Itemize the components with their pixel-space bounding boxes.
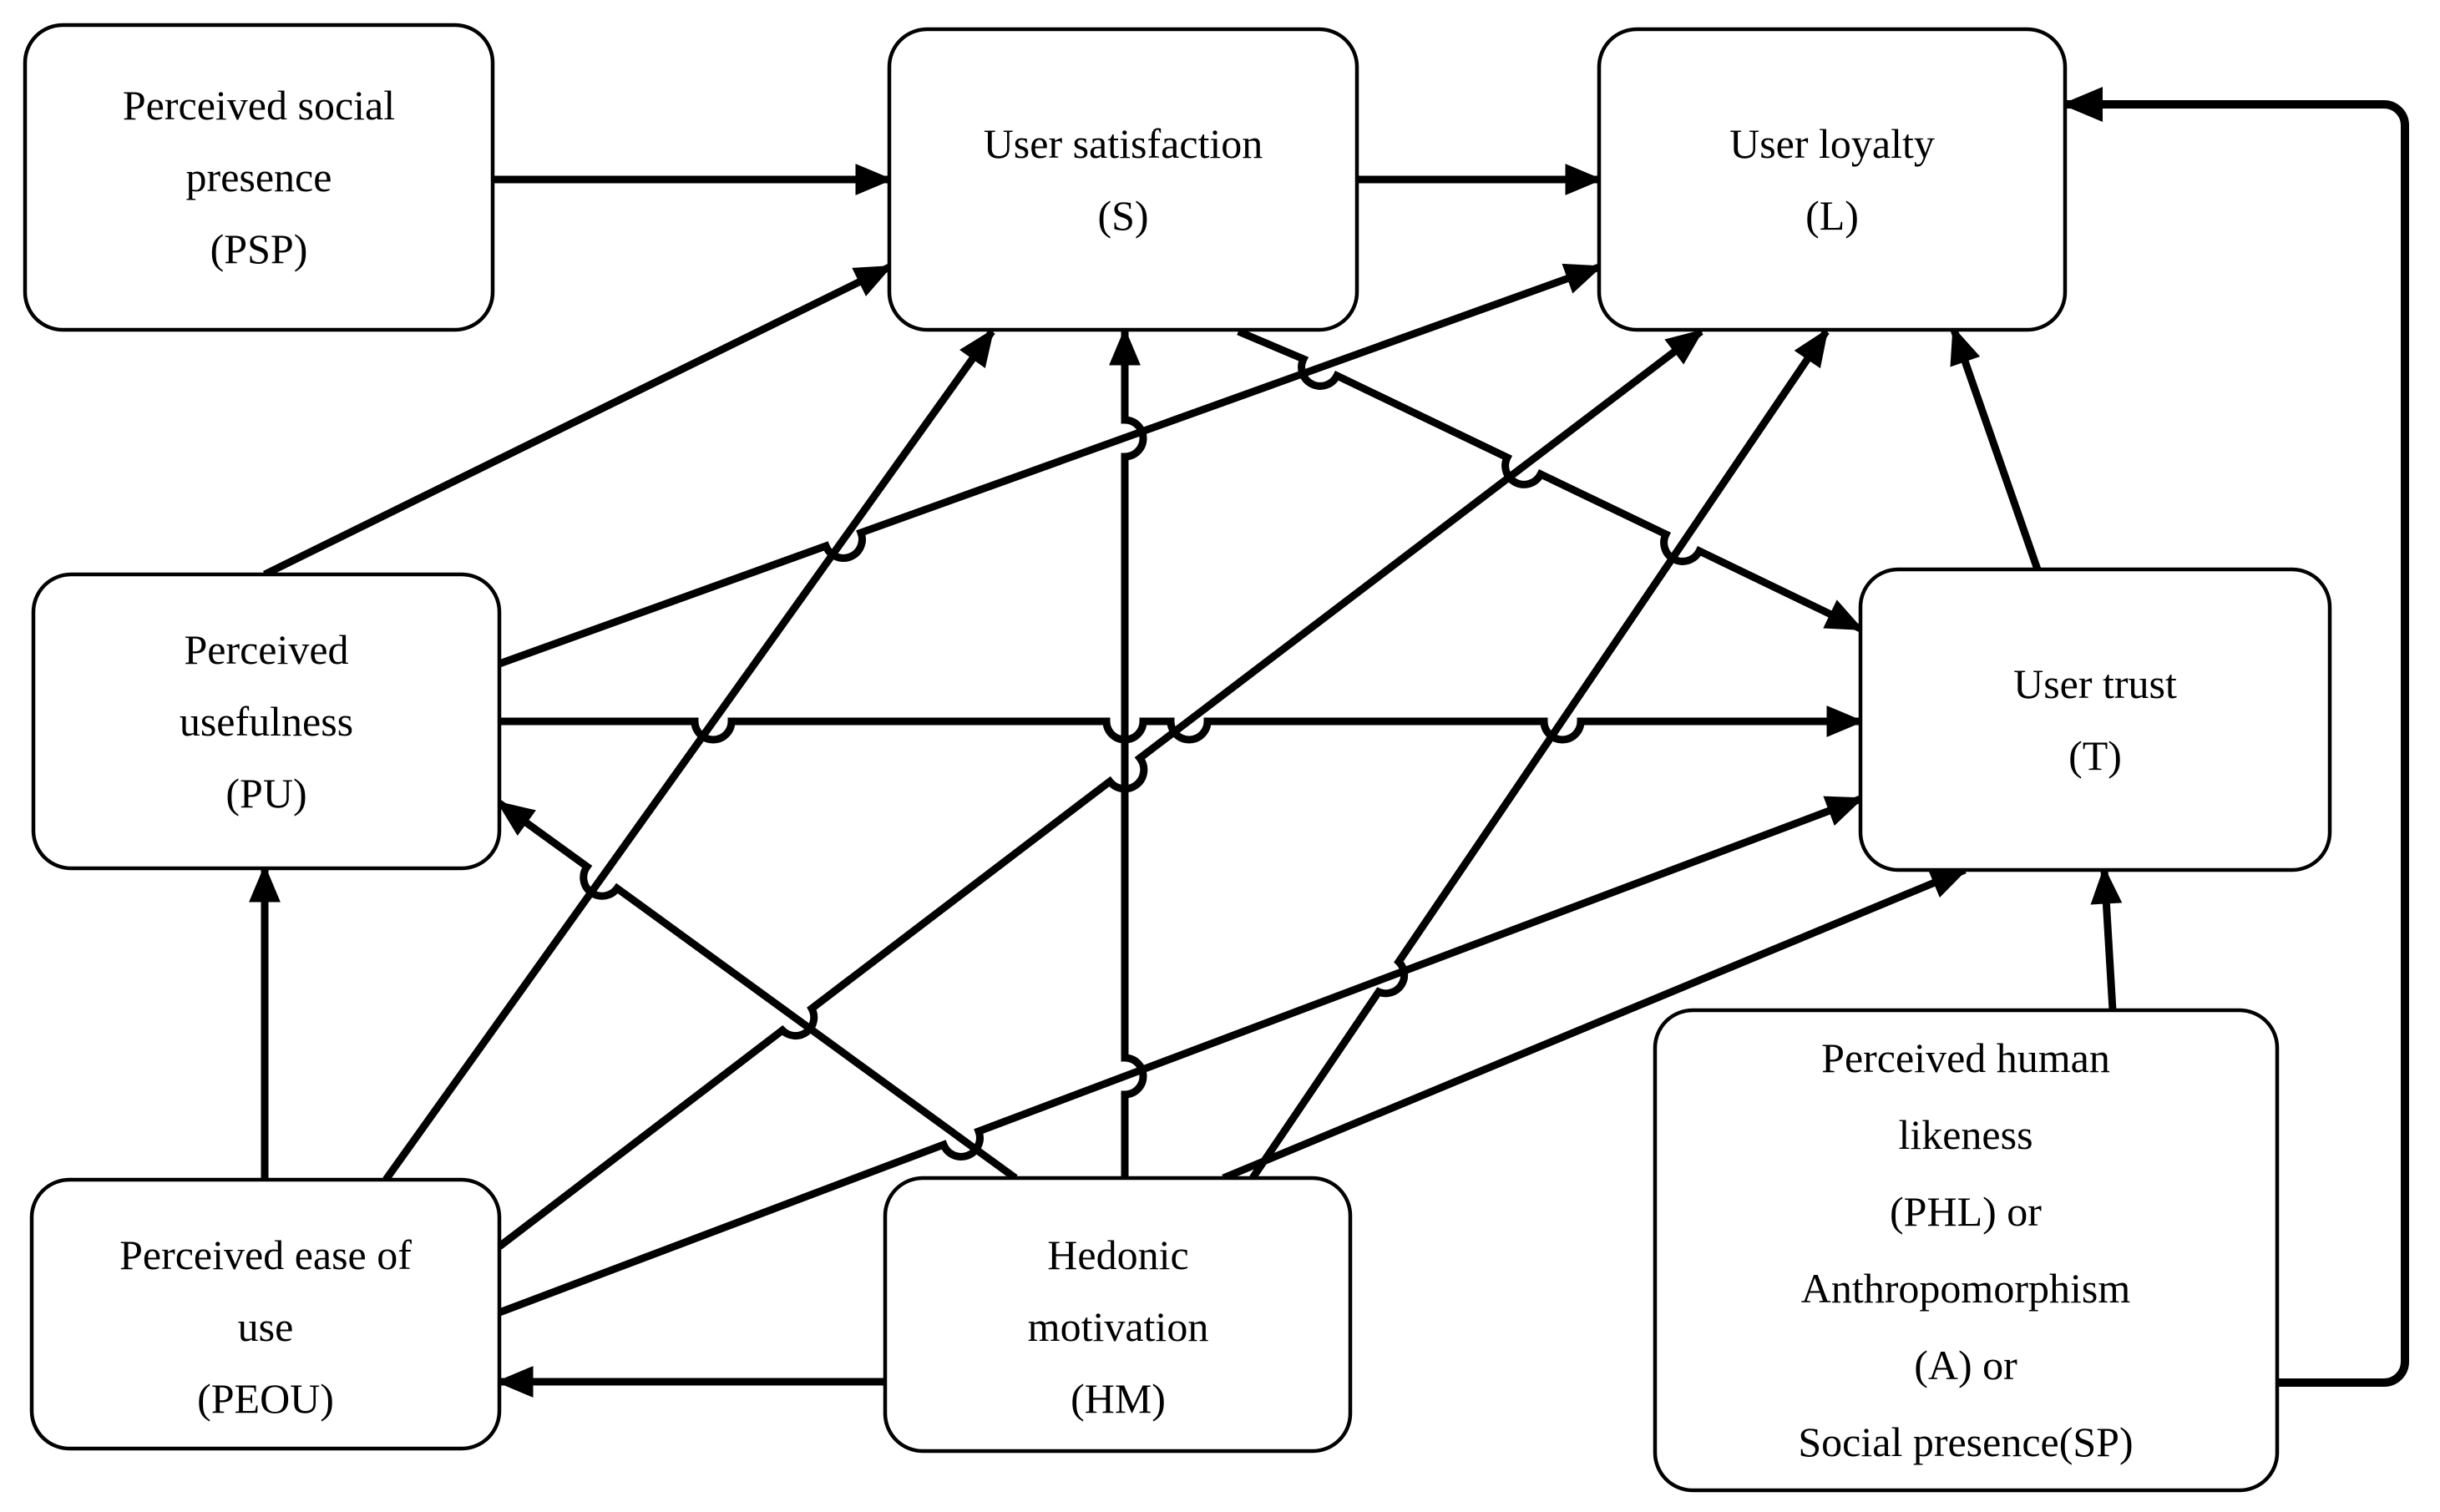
- arrow-hm-to-s: [1109, 327, 1147, 1178]
- node-l-label: User loyalty: [1729, 120, 1935, 167]
- arrow-peou-to-l: [497, 328, 1704, 1250]
- node-psp-box: [23, 23, 495, 332]
- node-s-label: (S): [1097, 192, 1148, 239]
- arrow-hm-to-t: [1222, 866, 1969, 1182]
- node-phl-label: Anthropomorphism: [1801, 1265, 2131, 1312]
- node-phl-label: likeness: [1898, 1111, 2032, 1158]
- node-pu-label: (PU): [225, 770, 306, 817]
- node-peou-box: [29, 1177, 502, 1451]
- node-t-box: [1858, 567, 2332, 872]
- node-phl-label: (PHL) or: [1890, 1188, 2042, 1235]
- arrow-phl-to-t: [2090, 866, 2123, 1011]
- node-peou-label: use: [238, 1303, 294, 1350]
- node-peou: Perceived ease of use (PEOU): [29, 1177, 502, 1451]
- node-l-box: [1597, 27, 2068, 332]
- node-hm-box: [883, 1176, 1353, 1454]
- arrow-peou-to-s: [382, 328, 995, 1182]
- node-hm: Hedonic motivation (HM): [883, 1176, 1353, 1454]
- node-psp-label: presence: [186, 154, 332, 200]
- node-peou-label: Perceived ease of: [119, 1231, 412, 1278]
- arrow-hm-to-l: [1249, 328, 1830, 1181]
- node-pu: Perceived usefulness (PU): [31, 572, 502, 871]
- node-psp-label: (PSP): [210, 225, 308, 272]
- arrow-phl-to-l-loop: [2061, 87, 2409, 1387]
- arrow-peou-to-t: [498, 795, 1865, 1317]
- node-t-label: User trust: [2013, 660, 2177, 707]
- node-psp-label: Perceived social: [123, 82, 395, 129]
- node-pu-box: [31, 572, 502, 871]
- node-s: User satisfaction (S): [887, 27, 1359, 332]
- node-pu-label: Perceived: [184, 626, 348, 673]
- node-peou-label: (PEOU): [197, 1375, 334, 1422]
- arrow-s-to-t: [1237, 327, 1865, 633]
- node-psp: Perceived social presence (PSP): [23, 23, 495, 332]
- node-phl-label: Social presence(SP): [1798, 1418, 2133, 1465]
- arrow-t-to-l: [1950, 326, 2042, 571]
- arrow-hm-to-pu: [496, 800, 1018, 1181]
- node-t: User trust (T): [1858, 567, 2332, 872]
- node-phl: Perceived human likeness (PHL) or Anthro…: [1653, 1008, 2280, 1493]
- node-hm-label: motivation: [1028, 1303, 1209, 1350]
- node-l: User loyalty (L): [1597, 27, 2068, 332]
- node-s-label: User satisfaction: [984, 120, 1263, 167]
- node-hm-label: (HM): [1071, 1375, 1166, 1422]
- node-phl-label: (A) or: [1914, 1342, 2017, 1388]
- node-l-label: (L): [1805, 192, 1859, 239]
- node-phl-box: [1653, 1008, 2280, 1493]
- node-s-box: [887, 27, 1359, 332]
- arrow-pu-to-s: [263, 263, 893, 579]
- node-phl-label: Perceived human: [1821, 1034, 2110, 1081]
- arrow-pu-to-l: [498, 263, 1603, 668]
- node-pu-label: usefulness: [180, 698, 353, 745]
- edges: [249, 87, 2409, 1398]
- node-hm-label: Hedonic: [1047, 1231, 1188, 1278]
- node-t-label: (T): [2068, 732, 2122, 779]
